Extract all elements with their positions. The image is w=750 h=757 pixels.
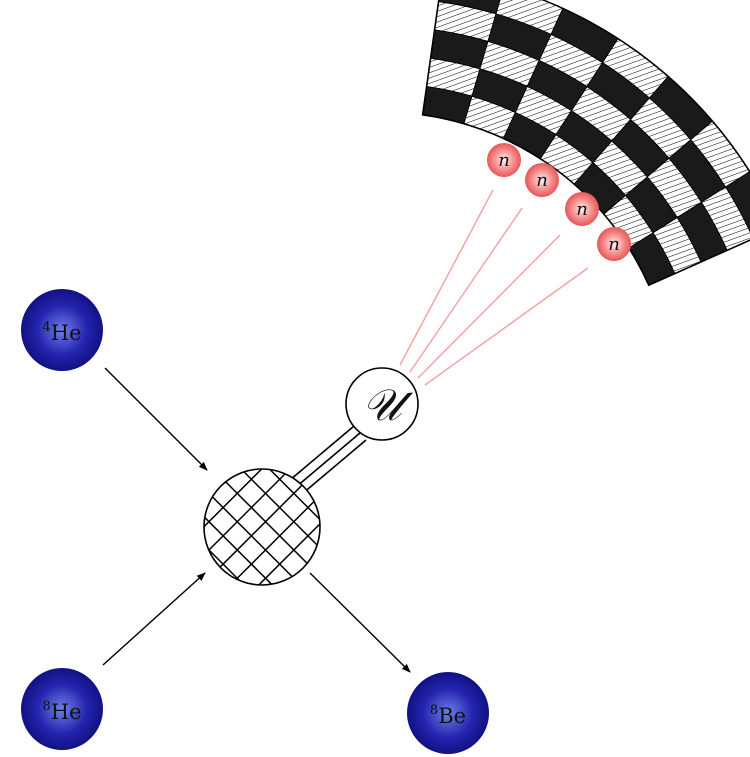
nucleus-label: 8Be xyxy=(430,703,466,728)
detector-cell xyxy=(438,0,501,15)
reaction-arrows xyxy=(102,367,411,673)
nucleus-label: 8He xyxy=(42,699,81,724)
neutron-track-3 xyxy=(417,234,561,379)
neutron: n xyxy=(597,227,631,261)
arrow-he8-in xyxy=(102,572,206,666)
nucleus-ball xyxy=(21,289,103,371)
neutron: n xyxy=(487,143,521,177)
nucleus-he4: 4He xyxy=(21,289,103,371)
element-symbol: Be xyxy=(438,704,466,728)
arrow-be8-out xyxy=(309,572,411,673)
mass-number: 4 xyxy=(42,320,50,335)
arrow-he4-in xyxy=(104,367,208,471)
neutron-track-1 xyxy=(399,189,494,366)
neutron: n xyxy=(525,163,559,197)
exchange-circle xyxy=(345,367,419,441)
detector-outline xyxy=(421,0,750,287)
neutron-label: n xyxy=(608,234,620,255)
element-symbol: He xyxy=(51,700,82,724)
nucleus-label: 4He xyxy=(42,320,81,345)
neutron: n xyxy=(565,192,599,226)
neutron-label: n xyxy=(536,170,548,191)
neutron-ball-1 xyxy=(487,143,521,177)
exchange-triple-line xyxy=(289,425,367,495)
neutron-trajectories xyxy=(399,189,589,386)
neutron-track-2 xyxy=(409,207,523,373)
compound-nucleus xyxy=(203,468,321,586)
neutron-ball-4 xyxy=(597,227,631,261)
exchange-vertex: 𝒰 xyxy=(345,367,419,441)
neutron-track-4 xyxy=(424,267,589,386)
neutron-label: n xyxy=(498,150,510,171)
element-symbol: He xyxy=(51,321,82,345)
neutron-ball-2 xyxy=(525,163,559,197)
nucleus-ball xyxy=(21,668,103,750)
nucleus-ball xyxy=(407,672,489,754)
neutron-ball-3 xyxy=(565,192,599,226)
detector-cell xyxy=(725,171,750,233)
neutron-label: n xyxy=(576,199,588,220)
nucleus-he8: 8He xyxy=(21,668,103,750)
nucleus-be8: 8Be xyxy=(407,672,489,754)
neutron-detector-array xyxy=(421,0,750,287)
mass-number: 8 xyxy=(42,699,50,714)
mass-number: 8 xyxy=(430,703,438,718)
